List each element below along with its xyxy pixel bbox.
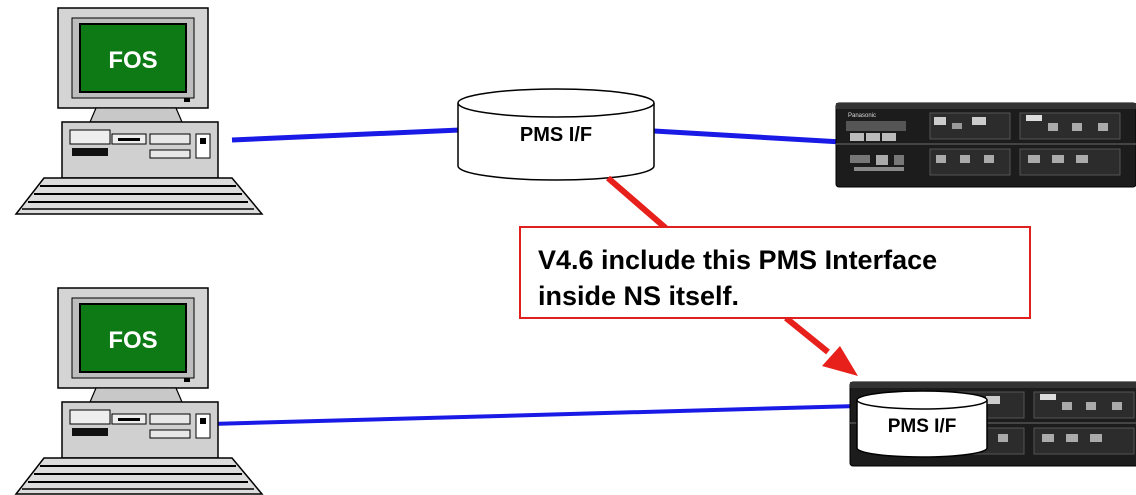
callout-box: V4.6 include this PMS Interface inside N… [519,226,1031,319]
top-computer-icon: FOS [15,7,263,215]
top-link-line-left [231,127,461,143]
arrow-from-top-pms [606,175,670,233]
top-computer-screen-label: FOS [108,47,157,74]
arrow-to-bottom-pbx [784,315,830,355]
top-pms-label: PMS I/F [520,124,592,146]
top-pbx-brand-text: Panasonic [848,113,876,119]
arrow-head-icon [822,346,858,376]
bottom-computer-icon: FOS [15,287,263,495]
top-row: FOS PMS I/F Panasonic [15,7,1136,215]
top-link-line-right [653,128,843,145]
bottom-computer-screen-label: FOS [108,327,157,354]
callout-line-2: inside NS itself. [538,281,740,311]
callout-arrows [606,175,858,376]
callout-line-1: V4.6 include this PMS Interface [538,245,938,275]
bottom-row: FOS PMS I/F [15,287,1136,495]
bottom-pms-cylinder-icon: PMS I/F [856,390,988,458]
top-pms-cylinder-icon: PMS I/F [457,88,655,181]
bottom-link-line [209,404,859,426]
bottom-pms-label: PMS I/F [888,416,957,437]
top-pbx-device-icon: Panasonic [835,102,1136,188]
